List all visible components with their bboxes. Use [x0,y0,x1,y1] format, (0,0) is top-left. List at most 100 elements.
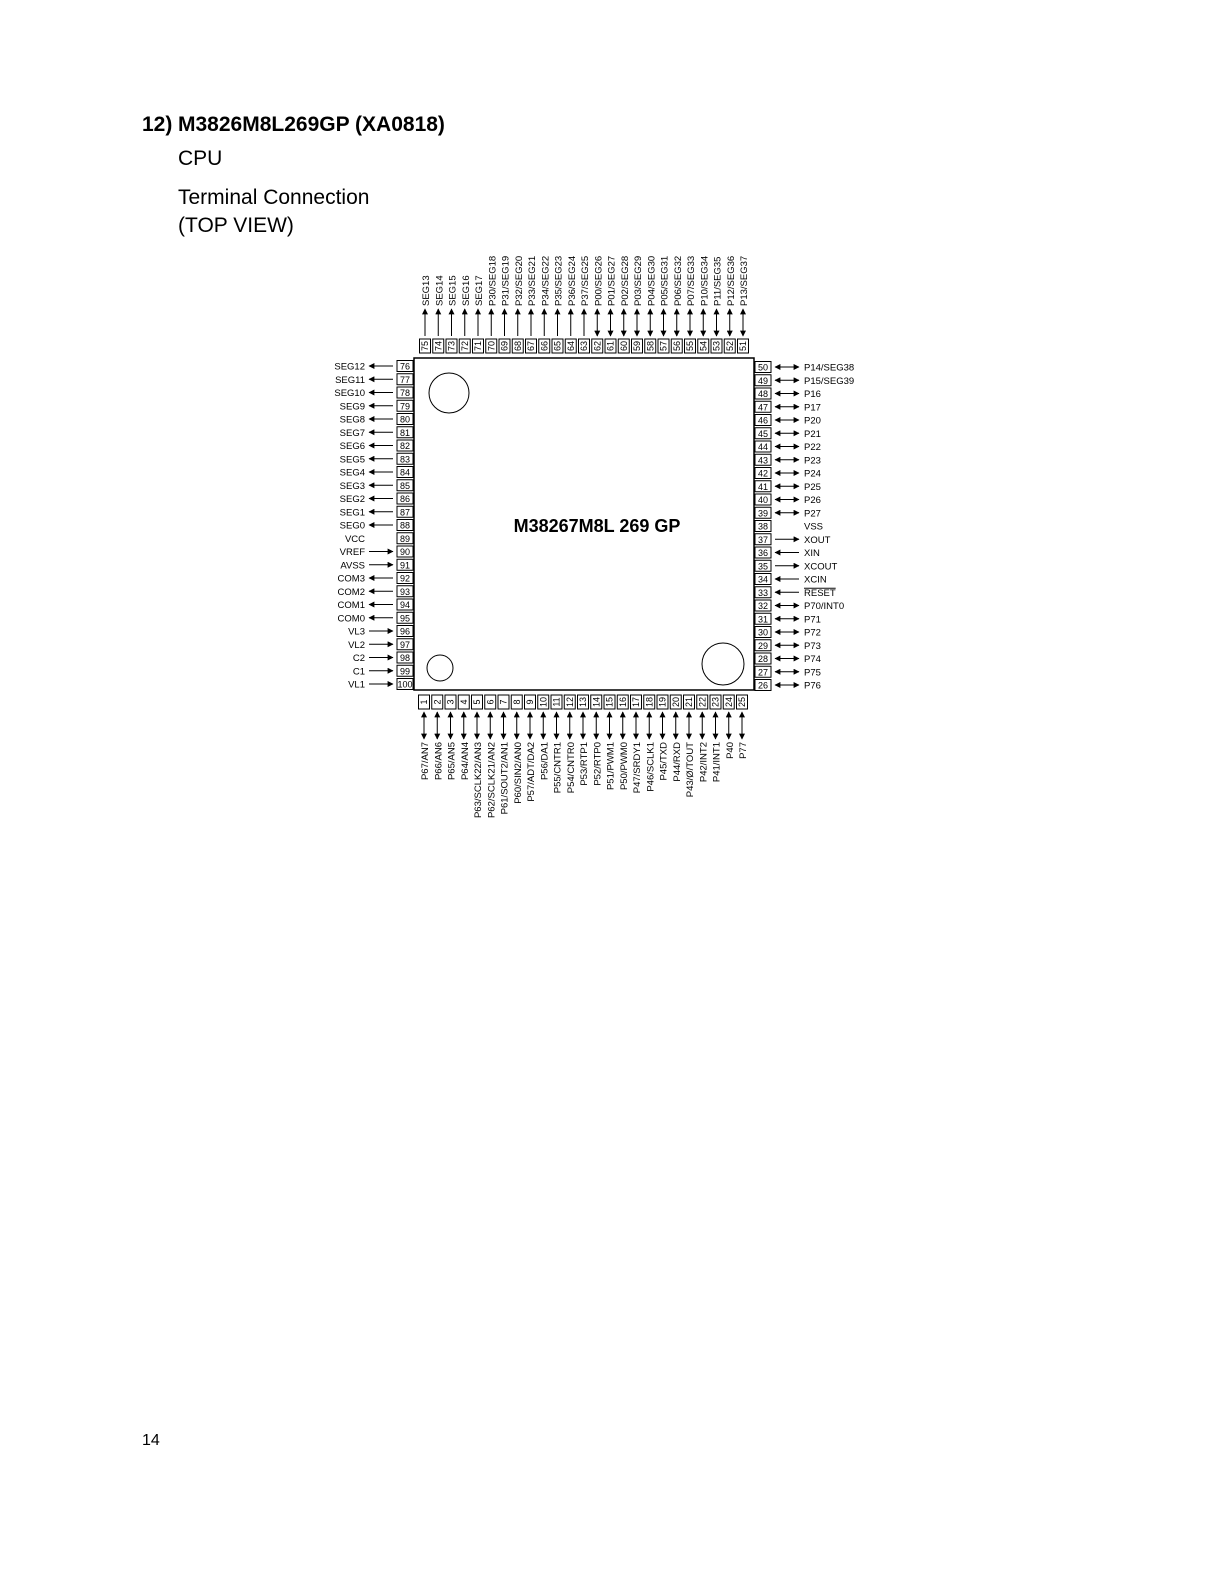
pin-number: 73 [447,341,457,351]
pin-number: 93 [400,587,410,597]
pin-number-box [754,652,772,665]
pin-number-box [396,585,414,598]
pin-label: COM0 [338,613,365,624]
page-number: 14 [142,1432,160,1449]
pin-label: P36/SEG24 [567,256,578,306]
pin-number: 46 [758,416,768,426]
pin-label: P25 [804,482,821,493]
pin-label: P62/SCLK21/AN2 [486,742,497,818]
diagram-title-line1: Terminal Connection [178,186,370,209]
pin-number-box [396,572,414,584]
pin-number: 12 [565,697,575,707]
mold-mark-large [701,642,745,686]
pin-label: P56/DA1 [539,742,550,780]
pin-number: 79 [400,401,410,411]
pin-number-box [643,694,656,710]
pin-number: 48 [758,389,768,399]
pin-number: 63 [579,341,589,351]
pin-number: 30 [758,628,768,638]
pin-label: XOUT [804,535,831,546]
pin-number-box [754,427,772,440]
pin-number: 31 [758,614,768,624]
pin-number: 74 [433,341,443,351]
pin-number: 57 [659,341,669,351]
pin-number: 24 [724,697,734,707]
pin-number-box [754,387,772,400]
section-title: M3826M8L269GP (XA0818) [178,113,445,136]
pin-number-box [396,545,414,558]
pin-number-box [670,338,683,354]
pin-number-box [457,694,470,710]
pin-number-box [458,338,471,354]
pin-label: P66/AN6 [433,742,444,780]
pin-label: P57/ADT/DA2 [526,742,537,802]
pin-label: P45/TXD [659,742,670,781]
pin-number-box [591,338,604,354]
pin-number: 14 [591,697,601,707]
pin-number: 61 [606,341,616,351]
pin-number: 42 [758,469,768,479]
pin-label: P74 [804,654,821,665]
pin-label: P76 [804,681,821,692]
pin-number: 68 [513,341,523,351]
pin-number: 38 [758,522,768,532]
pin-number-box [511,338,524,354]
pin-label: P02/SEG28 [620,256,631,306]
pin-label: SEG1 [340,507,365,518]
mold-mark-small [426,654,454,682]
pin-label: P65/AN5 [447,742,458,780]
pin-number-box [537,694,550,710]
pin-number-box [577,694,589,710]
pin-number: 59 [632,341,642,351]
pin-number-box [754,453,772,466]
pin-number: 55 [685,341,695,351]
pin-label: P33/SEG21 [527,256,538,306]
pin-label: SEG8 [340,415,365,426]
pin-number-box [396,625,414,637]
pin-number: 45 [758,429,768,439]
pin-number: 53 [712,341,722,351]
pin-label: P22 [804,442,821,453]
pin-number-box [445,338,458,354]
pin-number: 78 [400,388,410,398]
pin-number: 13 [578,697,588,707]
pin-number: 22 [697,697,707,707]
pin-label: SEG9 [340,401,365,412]
pin-number: 98 [400,653,410,663]
pin-number-box [754,400,772,413]
section-number: 12) [142,113,173,136]
pin-number-box [396,360,414,372]
pin-number: 80 [400,415,410,425]
pin-number-box [471,694,483,710]
pin-number: 8 [512,699,522,704]
pin-number-box [396,466,414,478]
pin-number: 47 [758,402,768,412]
pin-number-box [616,694,629,710]
pin-number: 9 [525,699,535,704]
pin-number: 19 [658,697,668,707]
